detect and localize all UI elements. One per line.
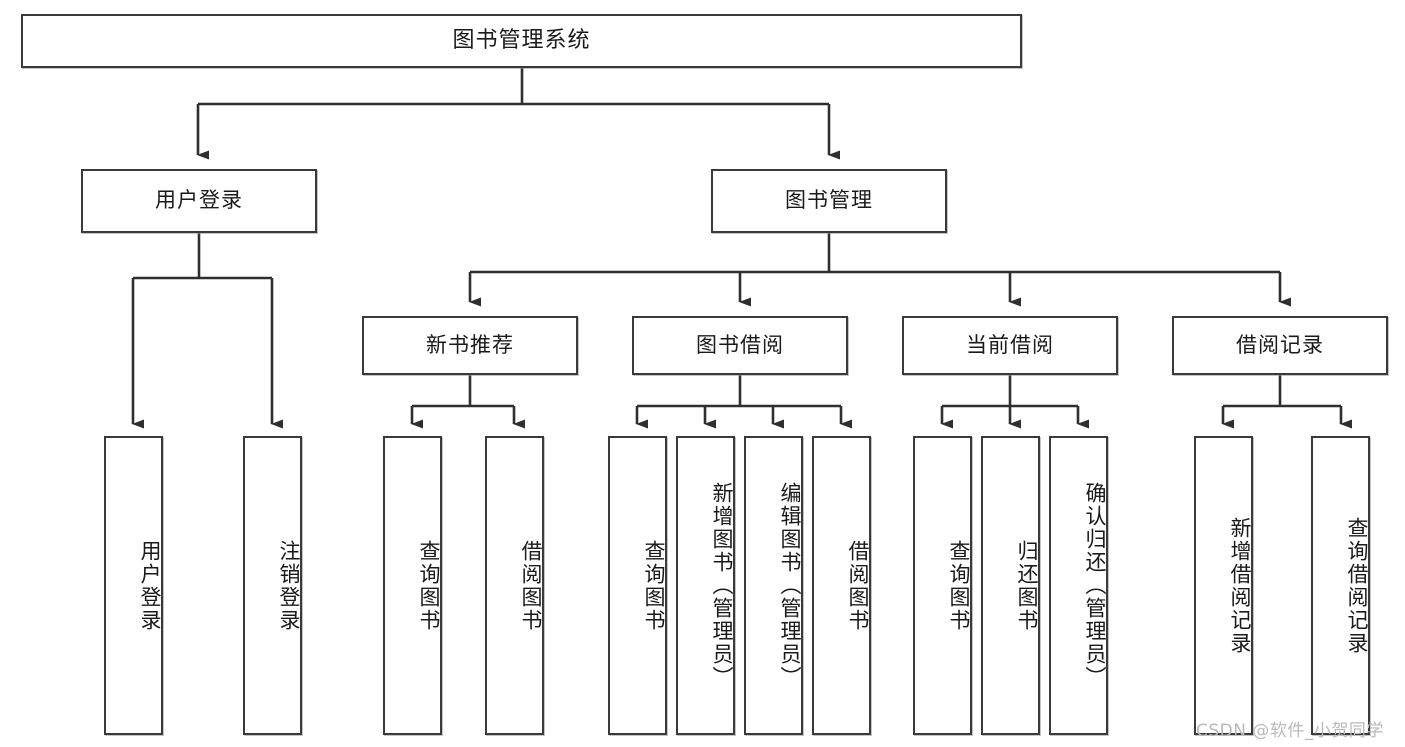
leaf-borrow-book[interactable]: 借阅图书 — [812, 436, 871, 735]
node-label: 归还图书 — [1015, 539, 1039, 632]
leaf-borrow-book-newbook[interactable]: 借阅图书 — [485, 436, 544, 735]
node-user-login[interactable]: 用户登录 — [81, 169, 317, 233]
node-label: 用户登录 — [155, 188, 243, 213]
node-current-borrow[interactable]: 当前借阅 — [902, 316, 1118, 375]
node-label: 新增借阅记录 — [1228, 516, 1252, 655]
node-label: 注销登录 — [277, 539, 301, 632]
node-label: 查询图书 — [947, 539, 971, 632]
csdn-watermark: CSDN @软件_小贺同学 — [1196, 721, 1384, 741]
node-label: 查询借阅记录 — [1345, 516, 1369, 655]
leaf-return-book[interactable]: 归还图书 — [981, 436, 1040, 735]
leaf-logout[interactable]: 注销登录 — [243, 436, 302, 735]
node-label: 图书管理 — [785, 188, 873, 213]
leaf-query-book-borrow[interactable]: 查询图书 — [608, 436, 667, 735]
leaf-query-book-newbook[interactable]: 查询图书 — [383, 436, 442, 735]
node-label: 查询图书 — [417, 539, 441, 632]
node-label: 新书推荐 — [426, 332, 514, 357]
node-label: 确认归还（管理员） — [1083, 482, 1107, 689]
node-label: 借阅图书 — [846, 539, 870, 632]
node-label: 编辑图书（管理员） — [778, 482, 802, 689]
node-label: 借阅图书 — [519, 539, 543, 632]
leaf-edit-book-admin[interactable]: 编辑图书（管理员） — [744, 436, 803, 735]
leaf-add-book-admin[interactable]: 新增图书（管理员） — [676, 436, 735, 735]
node-label: 图书借阅 — [696, 332, 784, 357]
node-label: 用户登录 — [138, 539, 162, 632]
node-book-borrow[interactable]: 图书借阅 — [632, 316, 848, 375]
node-root-system[interactable]: 图书管理系统 — [21, 14, 1022, 68]
leaf-user-login[interactable]: 用户登录 — [104, 436, 163, 735]
node-book-management[interactable]: 图书管理 — [711, 169, 947, 233]
leaf-query-borrow-record[interactable]: 查询借阅记录 — [1311, 436, 1370, 735]
node-borrow-record[interactable]: 借阅记录 — [1172, 316, 1388, 375]
node-label: 当前借阅 — [966, 332, 1054, 357]
leaf-add-borrow-record[interactable]: 新增借阅记录 — [1194, 436, 1253, 735]
leaf-query-book-current[interactable]: 查询图书 — [913, 436, 972, 735]
node-label: 借阅记录 — [1236, 332, 1324, 357]
node-label: 查询图书 — [642, 539, 666, 632]
leaf-confirm-return-admin[interactable]: 确认归还（管理员） — [1049, 436, 1108, 735]
node-label: 新增图书（管理员） — [710, 482, 734, 689]
node-new-book-recommend[interactable]: 新书推荐 — [362, 316, 578, 375]
node-label: 图书管理系统 — [452, 27, 591, 53]
